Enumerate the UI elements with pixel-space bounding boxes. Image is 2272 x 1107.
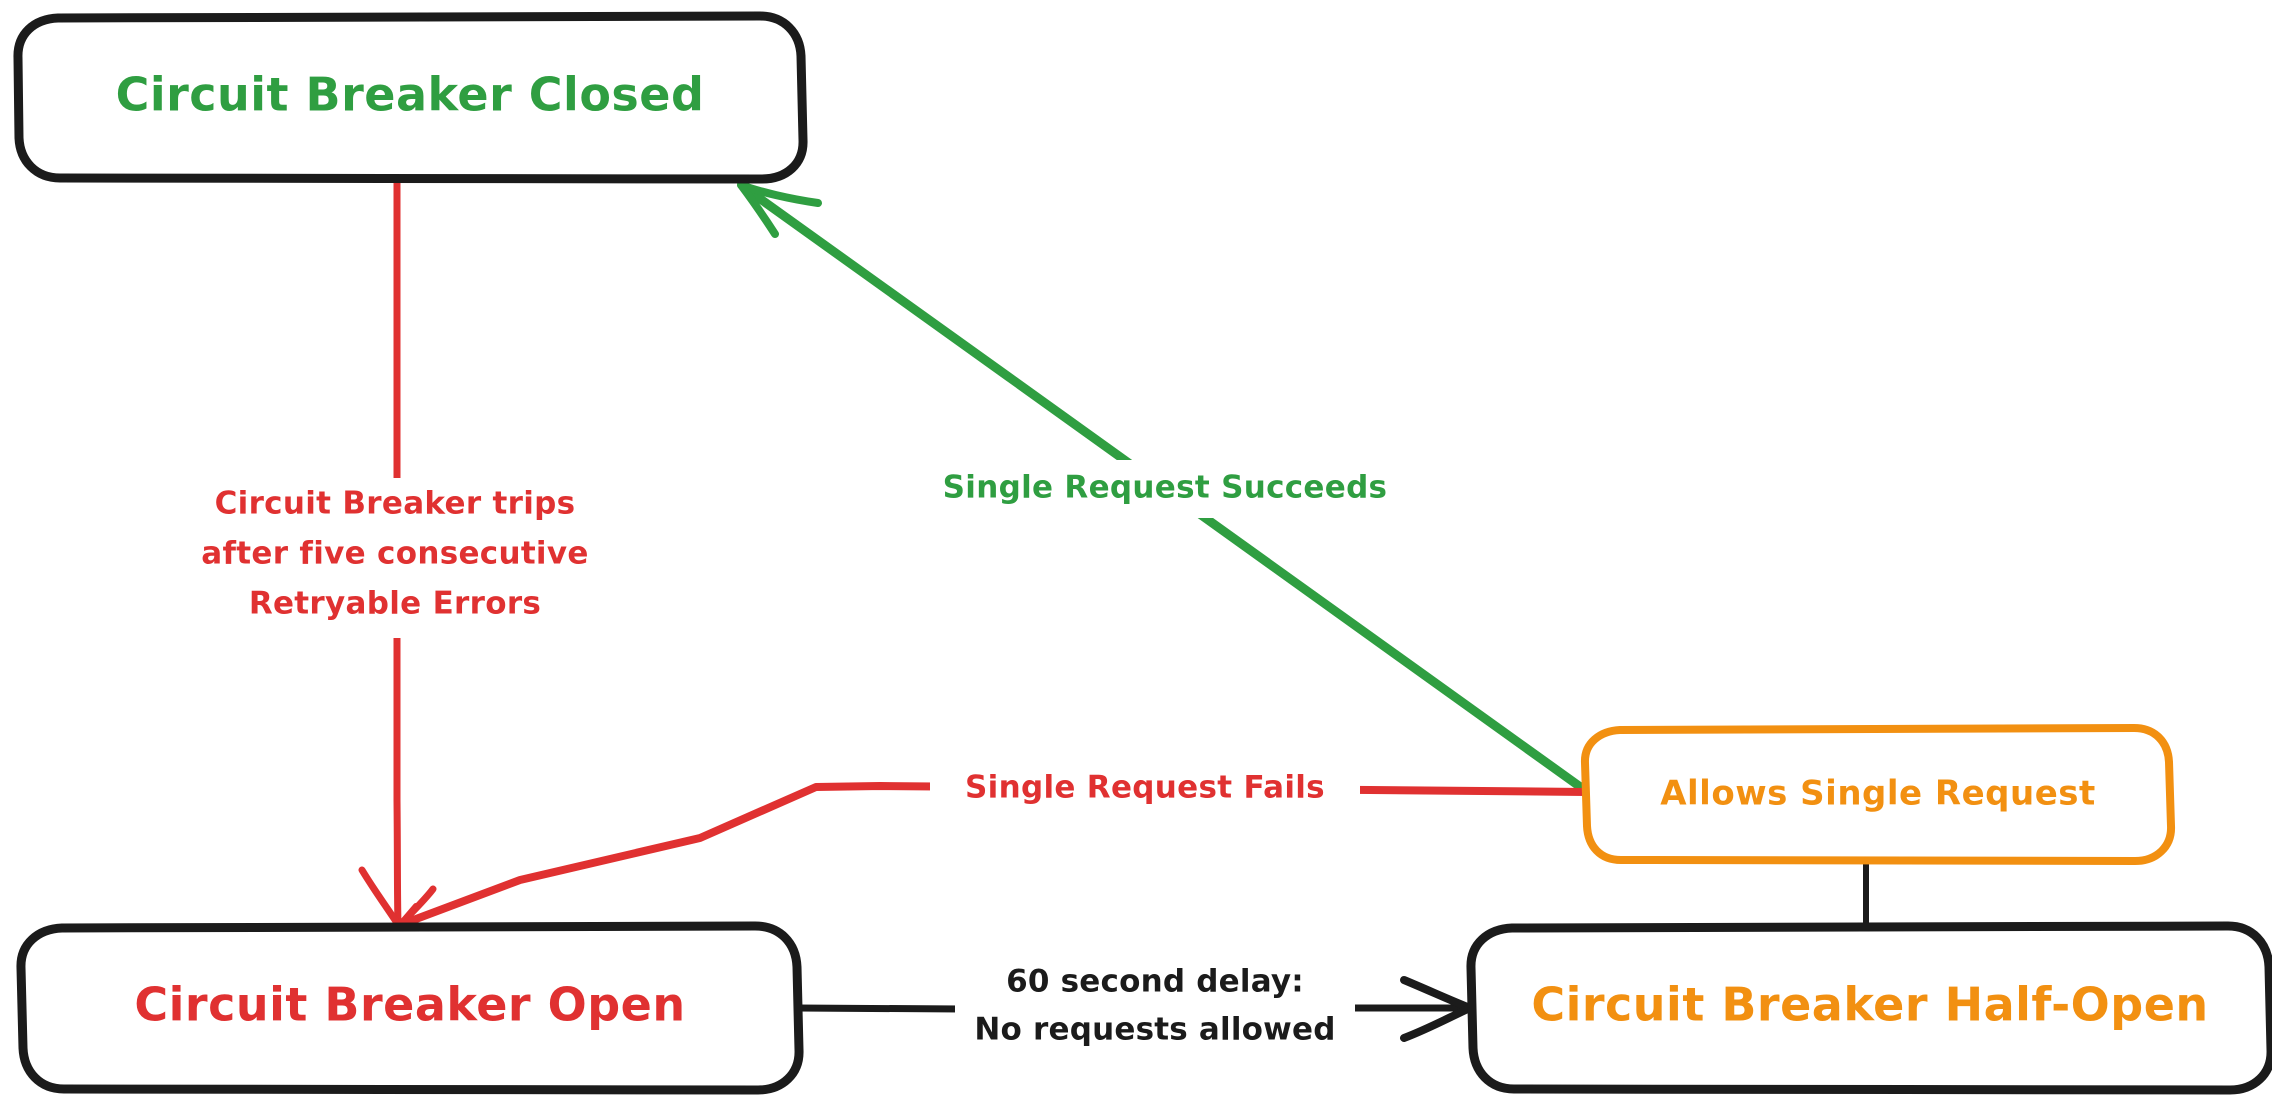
node-half-open-label: Circuit Breaker Half-Open — [1531, 978, 2208, 1032]
edge-open-to-halfopen — [793, 976, 1474, 1042]
edge-label-open-to-halfopen-backdrop — [955, 955, 1355, 1063]
node-open-box — [16, 921, 804, 1095]
edge-label-allows-to-open: Single Request Fails — [930, 763, 1360, 815]
edge-allows-to-closed-line — [740, 183, 1591, 796]
edge-open-to-halfopen-left-segment — [793, 1004, 966, 1013]
edge-label-allows-to-open-text: Single Request Fails — [965, 770, 1325, 806]
node-open-label: Circuit Breaker Open — [134, 978, 685, 1032]
node-half-open-box — [1466, 921, 2272, 1095]
edge-open-to-halfopen-arrowhead-upper — [1400, 976, 1474, 1012]
node-circuit-breaker-half-open[interactable]: Circuit Breaker Half-Open — [1466, 921, 2272, 1095]
node-closed-label: Circuit Breaker Closed — [116, 68, 705, 122]
edge-label-open-to-halfopen-line2: No requests allowed — [974, 1012, 1335, 1048]
edge-allows-to-closed — [737, 181, 1591, 796]
edge-label-open-to-halfopen: 60 second delay: No requests allowed — [955, 955, 1355, 1063]
node-allows-single-request-box — [1581, 724, 2175, 865]
edge-label-open-to-halfopen-line1: 60 second delay: — [1006, 964, 1304, 1000]
node-allows-single-request[interactable]: Allows Single Request — [1581, 724, 2175, 865]
edge-label-closed-to-open-backdrop — [170, 478, 620, 638]
node-closed-box — [13, 11, 808, 184]
edge-label-allows-to-closed: Single Request Succeeds — [910, 460, 1420, 518]
edge-label-closed-to-open-line3: Retryable Errors — [249, 586, 541, 622]
edge-label-allows-to-closed-backdrop — [910, 460, 1420, 518]
edge-label-closed-to-open-line2: after five consecutive — [201, 536, 588, 572]
node-allows-single-request-label: Allows Single Request — [1660, 774, 2096, 814]
edge-label-closed-to-open: Circuit Breaker trips after five consecu… — [170, 478, 620, 638]
edge-label-allows-to-open-backdrop — [930, 763, 1360, 815]
edge-allows-to-closed-arrowhead-lower — [737, 181, 779, 238]
edge-closed-to-open-arrowhead-left — [358, 866, 403, 930]
node-circuit-breaker-closed[interactable]: Circuit Breaker Closed — [13, 11, 808, 184]
edge-closed-to-open-line — [393, 176, 402, 928]
edge-label-closed-to-open-line1: Circuit Breaker trips — [215, 486, 576, 522]
edge-label-allows-to-closed-text: Single Request Succeeds — [943, 470, 1388, 506]
edge-open-to-halfopen-arrowhead-lower — [1400, 1004, 1474, 1042]
node-circuit-breaker-open[interactable]: Circuit Breaker Open — [16, 921, 804, 1095]
